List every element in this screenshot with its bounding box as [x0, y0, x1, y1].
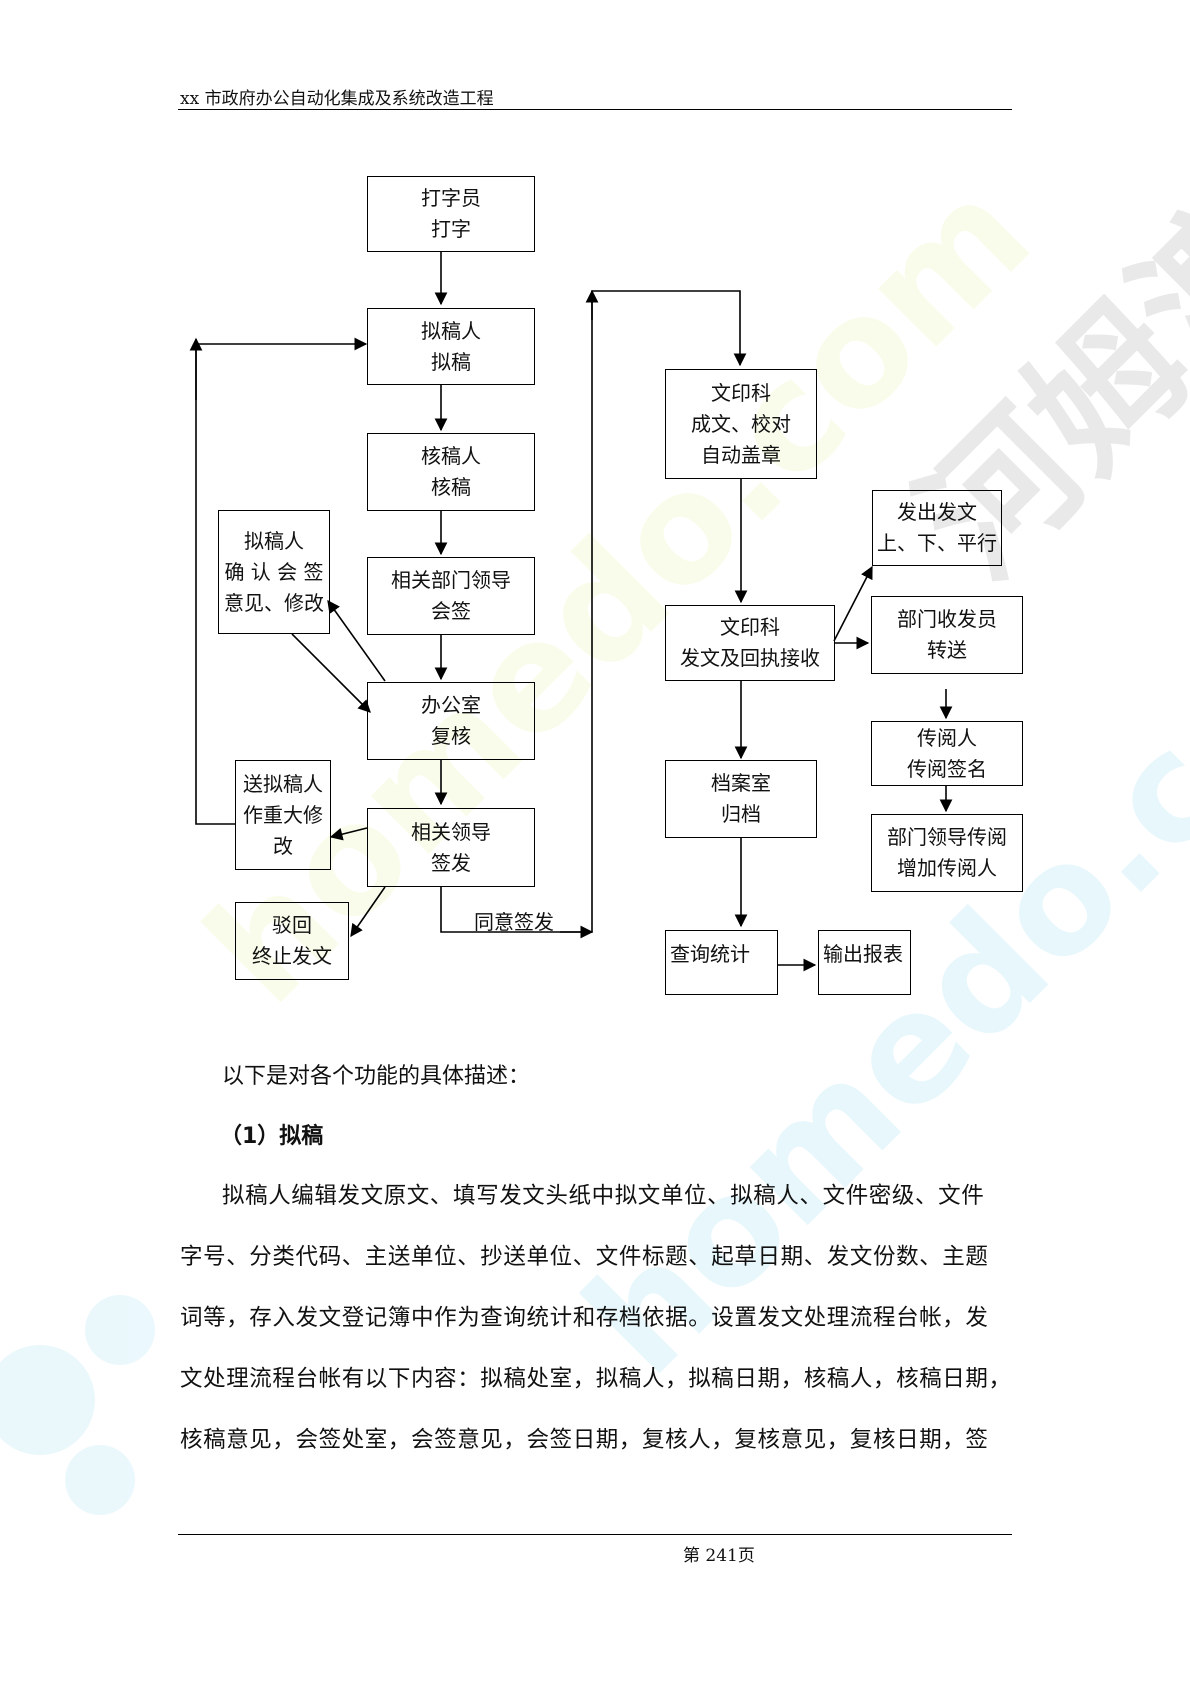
footer-divider	[178, 1534, 1012, 1535]
node-reject: 驳回终止发文	[235, 902, 349, 980]
node-query-stats: 查询统计	[665, 930, 778, 995]
node-archive: 档案室归档	[665, 760, 817, 838]
edge-leader-to-reject	[350, 886, 386, 938]
node-typist: 打字员打字	[367, 176, 535, 252]
page-number: 第 241页	[683, 1546, 755, 1566]
node-print-section: 文印科成文、校对自动盖章	[665, 369, 817, 479]
node-dept-leader-circulate: 部门领导传阅增加传阅人	[871, 814, 1023, 892]
node-reviewer: 核稿人核稿	[367, 433, 535, 511]
edge-confirm-to-office	[291, 633, 371, 713]
paragraph-line-5: 核稿意见，会签处室，会签意见，会签日期，复核人，复核意见，复核日期，签	[180, 1427, 989, 1453]
node-dept-leader-cosign: 相关部门领导会签	[367, 557, 535, 635]
paragraph-line-3: 词等，存入发文登记簿中作为查询统计和存档依据。设置发文处理流程台帐，发	[180, 1305, 989, 1331]
node-dept-clerk: 部门收发员转送	[871, 596, 1023, 674]
paragraph-line-1: 拟稿人编辑发文原文、填写发文头纸中拟文单位、拟稿人、文件密级、文件	[222, 1183, 985, 1209]
node-output-report: 输出报表	[818, 930, 911, 995]
node-office-recheck: 办公室复核	[367, 682, 535, 760]
node-print-send: 文印科发文及回执接收	[665, 605, 835, 681]
edge-leader-to-return	[329, 827, 368, 841]
node-return-for-revision: 送拟稿人作重大修改	[235, 760, 331, 870]
node-leader-sign: 相关领导签发	[367, 808, 535, 887]
document-header-title: xx 市政府办公自动化集成及系统改造工程	[180, 89, 494, 109]
node-dispatch: 发出发文上、下、平行	[872, 490, 1002, 566]
edge-label-approve: 同意签发	[474, 910, 554, 934]
paragraph-line-4: 文处理流程台帐有以下内容：拟稿处室，拟稿人，拟稿日期，核稿人，核稿日期，	[180, 1366, 1012, 1392]
intro-text: 以下是对各个功能的具体描述：	[222, 1064, 531, 1089]
edge-office-to-confirm	[327, 599, 386, 682]
section-heading: （1）拟稿	[220, 1124, 324, 1149]
paragraph-line-2: 字号、分类代码、主送单位、抄送单位、文件标题、起草日期、发文份数、主题	[180, 1244, 989, 1270]
edge-approve-to-print	[440, 290, 747, 933]
node-circulator: 传阅人传阅签名	[871, 721, 1023, 786]
edge-send-to-dispatch	[833, 565, 873, 642]
node-drafter: 拟稿人拟稿	[367, 308, 535, 385]
header-divider	[178, 109, 1012, 110]
edge-return-to-drafter-loop	[195, 337, 368, 825]
node-drafter-confirm: 拟稿人确 认 会 签意见、修改	[218, 510, 330, 634]
